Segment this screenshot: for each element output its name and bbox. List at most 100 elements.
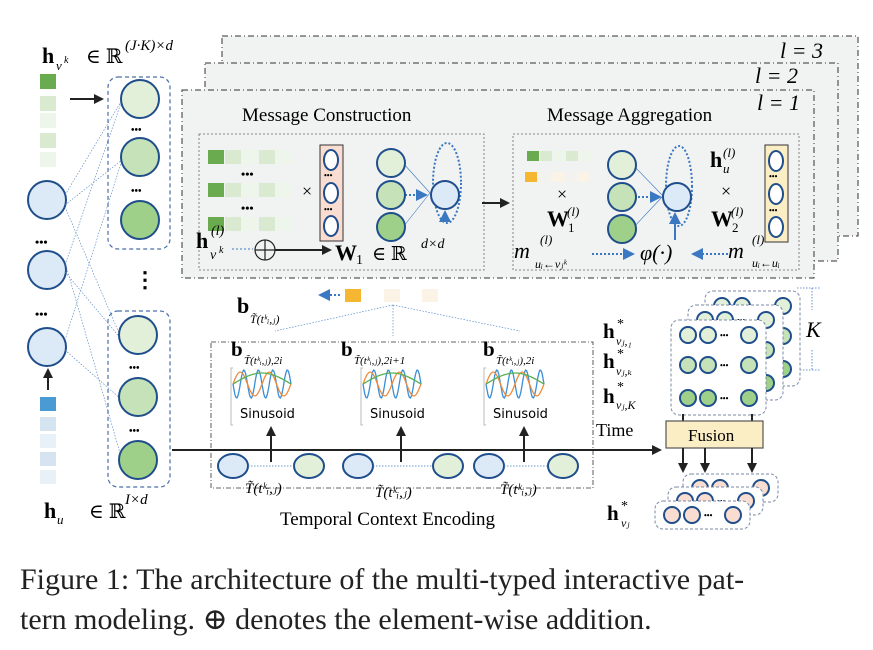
node [663,506,681,524]
multiply-symbol: × [302,181,312,201]
bipartite-connections [64,99,123,461]
message-aggregation-title: Message Aggregation [547,105,713,126]
svg-text:v: v [210,248,217,263]
construction-formula: h (l) v k W 1 ∈ ℝ d×d [196,224,445,268]
layer-label-2: l = 2 [755,63,798,88]
svg-text:*: * [621,499,628,514]
svg-text:u: u [723,161,730,176]
node-grid: ••• [654,500,751,530]
message-formula-row: m (l) uᵢ←vⱼᵏ φ(·) m (l) uᵢ←uᵢ [514,232,780,271]
svg-text:I×d: I×d [124,492,148,508]
item-embedding-vector [40,74,56,167]
feature-row-1 [208,150,292,164]
sinusoid-wave-green [362,372,422,385]
node [740,356,758,374]
temporal-encoding-title: Temporal Context Encoding [280,509,496,530]
svg-text:vⱼ: vⱼ [621,516,630,530]
svg-text:u: u [57,512,64,527]
svg-text:h: h [603,384,615,408]
svg-text:*: * [617,347,624,362]
sinusoid-wave-orange [232,371,292,397]
k-label: K [805,317,822,342]
svg-text:v: v [56,58,62,73]
sinusoid-wave-green [485,372,545,385]
svg-text:•••: ••• [129,426,140,437]
svg-text:(l): (l) [540,232,552,247]
message-construction-title: Message Construction [242,105,412,126]
svg-text:m: m [728,238,744,263]
svg-text:k: k [219,245,224,256]
hu-w2-formula: h (l) u × W (l) 2 [710,145,743,235]
svg-text:∈ ℝ: ∈ ℝ [372,244,407,265]
item-node-column-top: ••• ••• [107,76,171,250]
b-temporal-sub: T̃(tᵏᵢ,ⱼ) [250,312,279,326]
ellipsis: ••• [704,511,713,520]
fusion-label: Fusion [688,426,735,445]
svg-text:T̃(tᵏᵢ,ⱼ),2i+1: T̃(tᵏᵢ,ⱼ),2i+1 [354,354,405,367]
svg-text:1: 1 [356,253,363,268]
item-node-column-bottom: ••• ••• [107,310,171,488]
message-aggregation-box [512,133,800,271]
svg-text:•••: ••• [131,125,142,136]
svg-text:•••: ••• [324,171,333,180]
ellipsis: ••• [720,394,729,403]
user-nodes: ••• ••• [27,180,67,367]
layer-label-1: l = 1 [757,90,800,115]
svg-text:vⱼ,K: vⱼ,K [616,398,636,412]
svg-text:T̃(tᵏᵢ,ⱼ),2i: T̃(tᵏᵢ,ⱼ),2i [244,354,282,367]
caption-line-2: tern modeling. ⊕ denotes the element-wis… [20,603,652,636]
node [679,389,697,407]
svg-text:×: × [721,181,731,201]
svg-text:(l): (l) [723,145,735,160]
k-bracket [797,287,820,371]
node [683,506,701,524]
user-embedding-vector [40,397,56,484]
w1-label: W [335,240,357,265]
node [679,326,697,344]
svg-text:•••: ••• [769,172,778,181]
layer-label-3: l = 3 [780,38,823,63]
svg-text:vⱼ,ₖ: vⱼ,ₖ [616,364,632,378]
svg-text:b: b [483,337,495,361]
svg-text:uᵢ←uᵢ: uᵢ←uᵢ [752,256,780,270]
svg-text:b: b [231,337,243,361]
svg-text:(l): (l) [211,224,225,239]
fusion-box [665,420,764,449]
svg-text:(l): (l) [752,232,764,247]
fusion-row-labels: h * vⱼ,₁ h * vⱼ,ₖ h * vⱼ,K [603,317,636,412]
svg-text:*: * [617,380,624,395]
sinusoid-label: Sinusoid [240,407,295,422]
vertical-ellipsis: ⋮ [134,267,156,292]
h-vjk-label: h [196,228,208,253]
svg-text:vⱼ,₁: vⱼ,₁ [616,334,632,348]
k-stack: ••••••••••••••••••••••••••• [670,290,801,416]
aggregation-feature-rows [525,151,591,182]
svg-text:•••: ••• [324,205,333,214]
caption-line-1: Figure 1: The architecture of the multi-… [20,563,745,596]
svg-text:•••: ••• [769,206,778,215]
node [679,356,697,374]
svg-text:d×d: d×d [421,237,445,252]
svg-text:m: m [514,238,530,263]
ellipsis: ••• [241,201,254,215]
sinusoid-block: b T̃(tᵏᵢ,ⱼ),2i Sinusoid T̃(tᵏᵢ,ⱼ) [217,337,325,497]
svg-text:(J·K)×d: (J·K)×d [125,38,174,54]
phi-function: φ(·) [640,240,672,265]
svg-text:T̃(tᵏᵢ,ⱼ): T̃(tᵏᵢ,ⱼ) [500,482,537,498]
node [740,326,758,344]
ellipsis: ••• [720,331,729,340]
svg-text:T̃(tᵏᵢ,ⱼ),2i: T̃(tᵏᵢ,ⱼ),2i [496,354,534,367]
svg-text:W: W [711,206,733,231]
svg-text:b: b [341,337,353,361]
node [699,389,717,407]
svg-text:•••: ••• [35,235,48,249]
svg-text:h: h [607,501,619,525]
fused-output-label: h * vⱼ [607,499,630,530]
node [699,356,717,374]
svg-text:h: h [42,43,54,68]
svg-text:1: 1 [568,220,575,235]
weight-vector-w1: ••• ••• [319,144,344,242]
svg-text:uᵢ←vⱼᵏ: uᵢ←vⱼᵏ [535,257,567,271]
ellipsis: ••• [720,361,729,370]
